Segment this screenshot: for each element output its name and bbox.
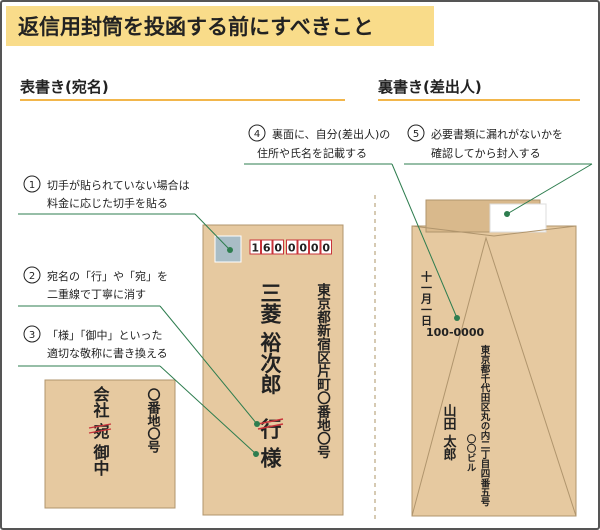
back-name: 山田 太郎 (441, 403, 458, 462)
note-1-dot (227, 247, 233, 253)
front-new-suffix: 様 (258, 446, 282, 468)
note-4-number-circle (248, 124, 266, 142)
postal-digit: 1 (251, 242, 259, 255)
note-5-leader (506, 163, 593, 215)
note-5-number: 5 (413, 129, 419, 140)
note-3-number-circle (23, 325, 41, 343)
back-date: 十一月一日 (420, 270, 434, 327)
strike-line-1 (257, 418, 284, 425)
note-4-line-2: 住所や氏名を記載する (257, 146, 367, 160)
back-heading: 裏書き(差出人) (377, 78, 482, 96)
front-name: 三菱 裕次郎 (258, 282, 282, 395)
back-address-line1: 東京都千代田区丸の内二丁目四番五号 (479, 344, 492, 507)
postal-digit: 0 (288, 242, 296, 255)
note-1-line-2: 料金に応じた切手を貼る (47, 196, 168, 210)
postal-digit: 0 (311, 242, 319, 255)
note-5-number-circle (407, 124, 425, 142)
company-address: 〇番地〇号 (145, 387, 162, 454)
strike-line-2 (257, 423, 284, 430)
postal-box (249, 239, 261, 255)
note-5-dot (504, 211, 510, 217)
note-2-line-2: 二重線で丁寧に消す (47, 287, 146, 301)
note-1-number-circle (23, 175, 41, 193)
front-envelope (202, 224, 344, 516)
company-name: 会社 (91, 385, 111, 419)
postal-digit: 0 (274, 242, 282, 255)
inserted-document (489, 203, 547, 233)
back-envelope-seam (411, 236, 577, 517)
title-background (6, 6, 434, 46)
note-3-line-1: 「様」「御中」といった (47, 328, 163, 342)
note-4-leader (391, 163, 458, 319)
back-postal-code: 100-0000 (426, 326, 484, 339)
postal-box (261, 239, 273, 255)
front-address: 東京都新宿区片町〇番地〇号 (314, 282, 332, 460)
note-3-number: 3 (29, 330, 35, 341)
note-3-dot (253, 451, 259, 457)
note-1-number: 1 (29, 180, 35, 191)
company-strike-1 (88, 423, 112, 429)
note-4-line-1: 裏面に、自分(差出人)の (272, 127, 390, 141)
postal-box (320, 239, 332, 255)
postal-box (286, 239, 298, 255)
note-3: 3 「様」「御中」といった 適切な敬称に書き換える (18, 325, 259, 457)
note-3-line-2: 適切な敬称に書き換える (47, 346, 168, 360)
note-5-line-1: 必要書類に漏れがないかを (431, 127, 563, 141)
note-1: 1 切手が貼られていない場合は 料金に応じた切手を貼る (18, 175, 233, 253)
back-envelope (411, 225, 577, 517)
note-2-dot (254, 421, 260, 427)
back-address-line2: 〇〇ビル (465, 433, 477, 472)
front-heading: 表書き(宛名) (20, 78, 109, 96)
company-new-suffix: 御中 (91, 443, 111, 477)
note-3-leader (159, 365, 257, 455)
note-4: 4 裏面に、自分(差出人)の 住所や氏名を記載する (244, 124, 460, 321)
postal-box (272, 239, 284, 255)
company-envelope (44, 379, 176, 509)
note-5: 5 必要書類に漏れがないかを 確認してから封入する (404, 124, 593, 217)
title: 返信用封筒を投函する前にすべきこと (18, 15, 374, 39)
note-4-number: 4 (254, 129, 260, 140)
company-strike-2 (88, 428, 112, 434)
postal-box (297, 239, 309, 255)
postal-digit: 6 (263, 242, 271, 255)
postal-box (309, 239, 321, 255)
note-2-number: 2 (29, 271, 35, 282)
back-envelope-seam-top (411, 225, 577, 237)
note-2-number-circle (23, 266, 41, 284)
note-1-leader (194, 213, 231, 251)
note-2-line-1: 宛名の「行」や「宛」を (47, 269, 168, 283)
note-2: 2 宛名の「行」や「宛」を 二重線で丁寧に消す (18, 266, 260, 427)
postal-digit: 0 (322, 242, 330, 255)
stamp (214, 235, 242, 263)
note-1-line-1: 切手が貼られていない場合は (47, 178, 190, 192)
postal-digit: 0 (299, 242, 307, 255)
note-5-line-2: 確認してから封入する (431, 146, 541, 160)
note-4-dot (454, 315, 460, 321)
note-2-leader (159, 305, 258, 425)
